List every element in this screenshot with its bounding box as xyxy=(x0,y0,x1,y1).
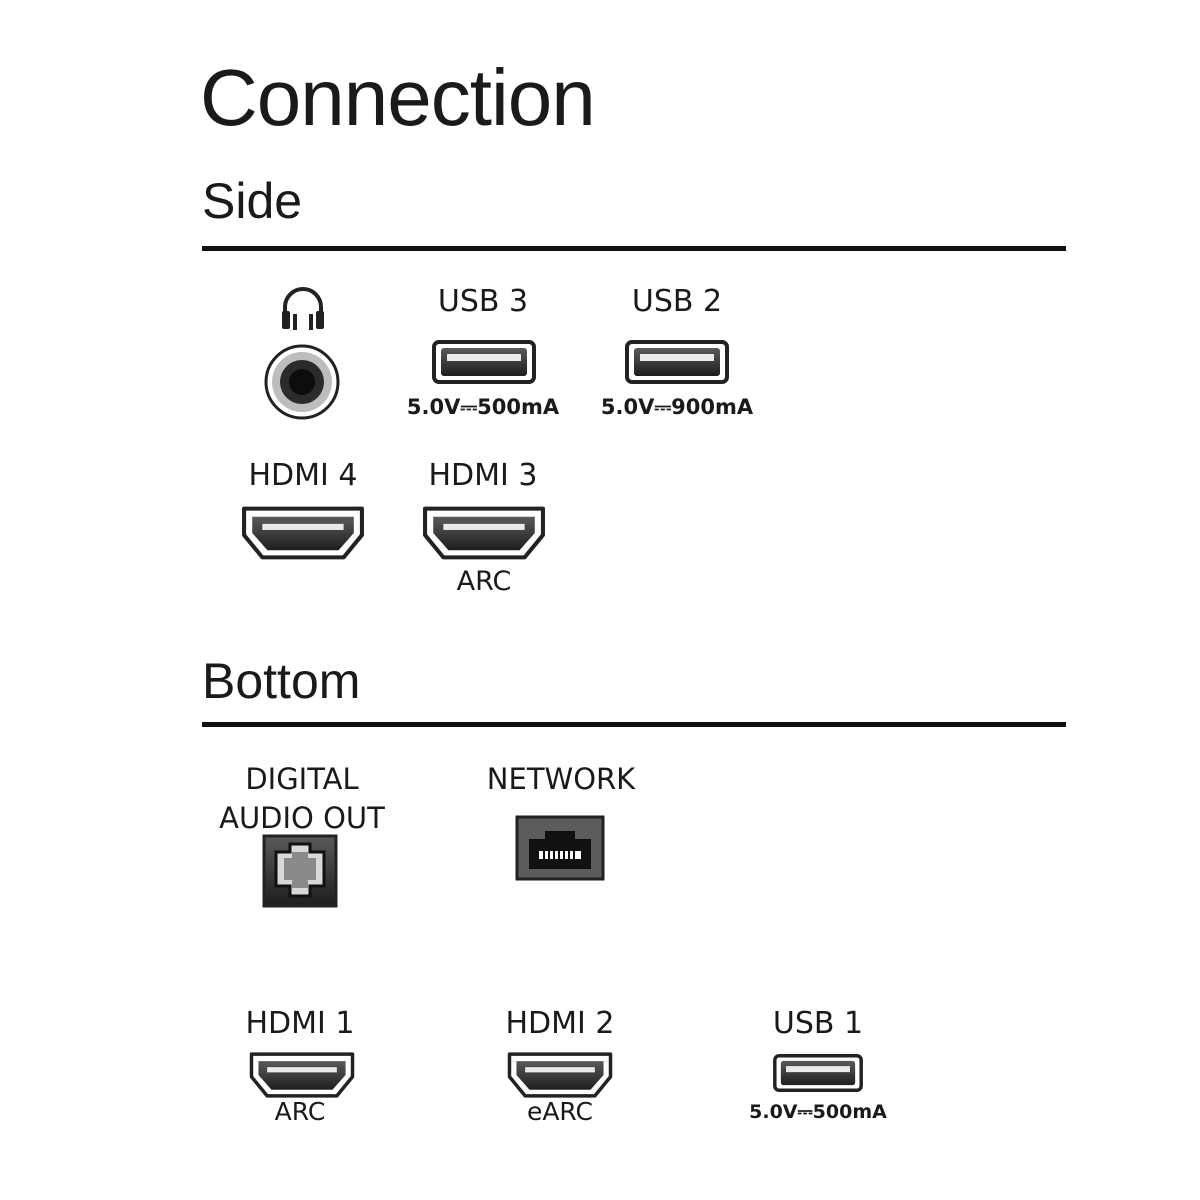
hdmi-port-hdmi4 xyxy=(240,504,366,562)
usb-port-usb1 xyxy=(773,1054,863,1092)
section-title-bottom: Bottom xyxy=(202,653,361,709)
port-label-hdmi2: HDMI 2 xyxy=(505,1006,615,1041)
port-label-usb2: USB 2 xyxy=(631,284,723,319)
hdmi-port-hdmi2 xyxy=(506,1050,614,1100)
port-label-network: NETWORK xyxy=(486,762,636,796)
port-label-usb1: USB 1 xyxy=(772,1006,864,1041)
port-label-hdmi1: HDMI 1 xyxy=(245,1006,355,1041)
hdmi-port-hdmi3 xyxy=(421,504,547,562)
ethernet-port xyxy=(515,815,605,881)
port-spec-usb2: 5.0V⎓900mA xyxy=(600,395,754,419)
usb-port-usb3 xyxy=(431,340,537,384)
headphone-icon xyxy=(279,283,327,333)
port-sub-hdmi3: ARC xyxy=(456,566,512,597)
usb-port-usb2 xyxy=(624,340,730,384)
section-divider-side xyxy=(202,246,1066,251)
section-divider-bottom xyxy=(202,722,1066,727)
port-spec-usb1: 5.0V⎓500mA xyxy=(749,1101,887,1123)
port-label-hdmi3: HDMI 3 xyxy=(428,458,538,493)
port-sub-hdmi1: ARC xyxy=(274,1097,326,1126)
optical-port xyxy=(262,834,338,908)
port-label-usb3: USB 3 xyxy=(437,284,529,319)
page-title: Connection xyxy=(200,53,596,142)
port-label-digital-audio-line2: AUDIO OUT xyxy=(219,801,385,835)
port-label-digital-audio-line1: DIGITAL xyxy=(245,762,359,796)
port-sub-hdmi2: eARC xyxy=(526,1097,594,1126)
headphone-jack xyxy=(262,342,342,422)
port-label-hdmi4: HDMI 4 xyxy=(248,458,358,493)
section-title-side: Side xyxy=(202,173,303,229)
port-spec-usb3: 5.0V⎓500mA xyxy=(406,395,560,419)
hdmi-port-hdmi1 xyxy=(248,1050,356,1100)
